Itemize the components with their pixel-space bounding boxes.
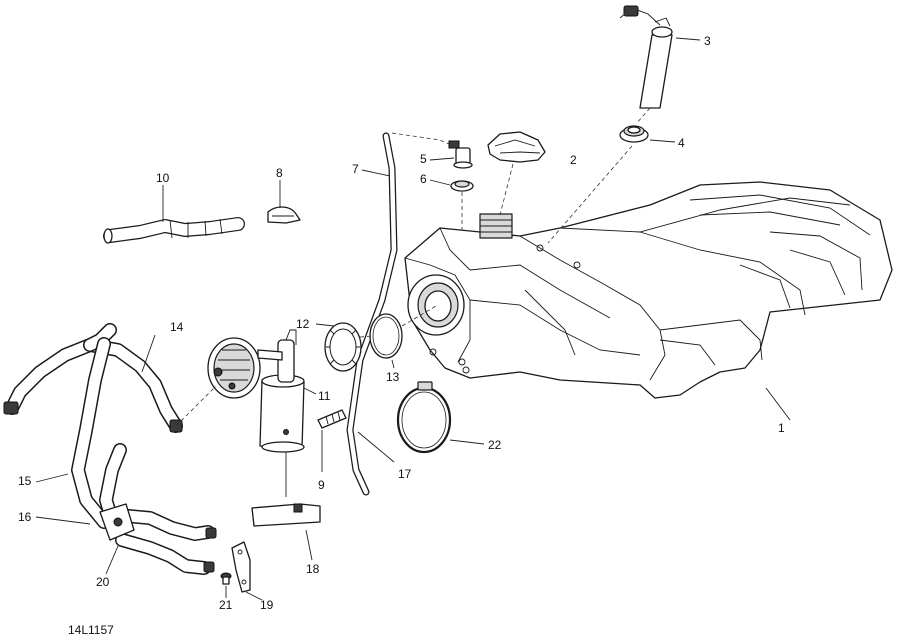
- mounting-bracket: [231, 541, 251, 593]
- fuel-level-sender: [619, 5, 673, 109]
- callout-10: 10: [156, 171, 170, 185]
- callout-19: 19: [260, 598, 274, 612]
- callout-6: 6: [420, 172, 427, 186]
- hose-clamp-small: [267, 206, 301, 224]
- callout-21: 21: [219, 598, 233, 612]
- callout-9: 9: [318, 478, 325, 492]
- fuel-hose-assembly: [3, 323, 217, 575]
- valve-grommet: [450, 180, 474, 192]
- callout-22: 22: [488, 438, 502, 452]
- fuel-tank: [404, 181, 893, 399]
- fuel-pump-module: [259, 329, 305, 453]
- callout-20: 20: [96, 575, 110, 589]
- filler-hose: [103, 217, 245, 244]
- callout-1: 1: [778, 421, 785, 435]
- fuel-pump-flange: [207, 337, 283, 399]
- pump-clamp-large: [396, 381, 452, 454]
- callout-14: 14: [170, 320, 184, 334]
- fuel-cap: [487, 131, 546, 163]
- screw: [220, 572, 232, 585]
- fuel-filter-sock: [251, 503, 321, 527]
- callout-2: 2: [570, 153, 577, 167]
- callout-12: 12: [296, 317, 310, 331]
- callout-13: 13: [386, 370, 400, 384]
- rollover-valve: [448, 140, 473, 169]
- callout-18: 18: [306, 562, 320, 576]
- callout-7: 7: [352, 162, 359, 176]
- callout-16: 16: [18, 510, 32, 524]
- callout-17: 17: [398, 467, 412, 481]
- quick-connect-fitting: [317, 409, 347, 429]
- callout-5: 5: [420, 152, 427, 166]
- figure-code: 14L1157: [68, 623, 114, 637]
- callout-15: 15: [18, 474, 32, 488]
- callout-4: 4: [678, 136, 685, 150]
- callout-8: 8: [276, 166, 283, 180]
- sender-grommet: [619, 125, 649, 143]
- pump-lock-ring: [324, 322, 362, 372]
- callout-11: 11: [318, 389, 331, 403]
- callout-3: 3: [704, 34, 711, 48]
- pump-gasket: [369, 313, 403, 359]
